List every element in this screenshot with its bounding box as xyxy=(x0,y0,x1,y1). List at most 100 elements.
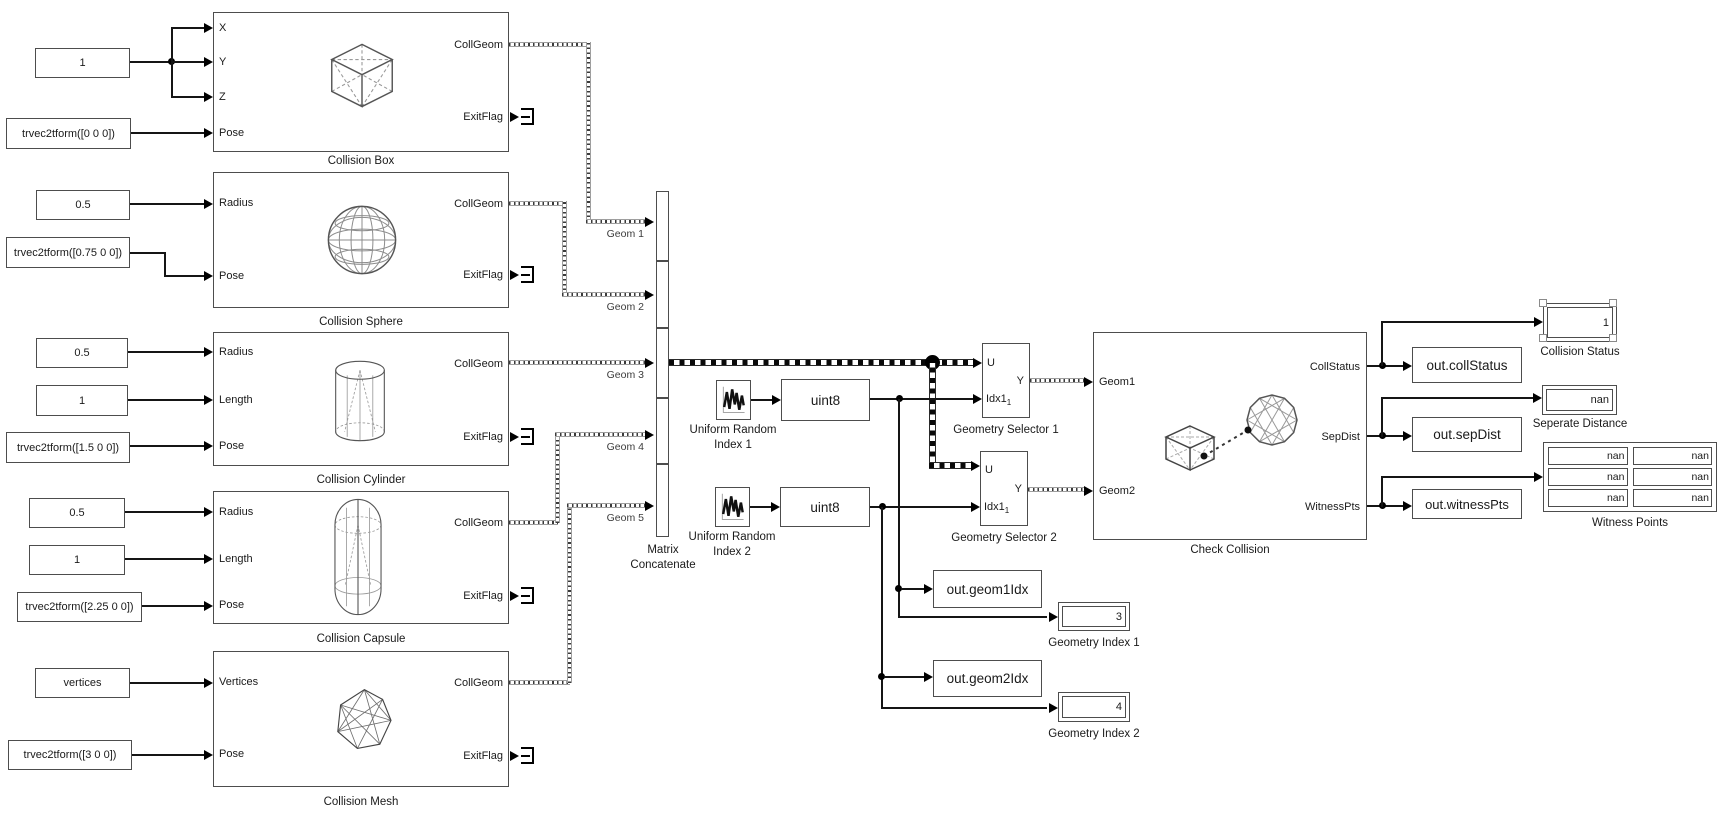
geom-signal-wire[interactable] xyxy=(586,42,591,222)
signal-wire[interactable] xyxy=(881,507,883,708)
to-workspace-collstatus-block[interactable]: out.collStatus xyxy=(1412,347,1522,383)
check-collision-block[interactable] xyxy=(1093,332,1367,540)
collision-status-display[interactable]: 1 xyxy=(1543,303,1617,342)
collision-cylinder-block[interactable] xyxy=(213,332,509,466)
port-label-pose: Pose xyxy=(219,270,245,282)
signal-wire[interactable] xyxy=(131,132,204,134)
random-signal-icon xyxy=(721,493,744,520)
to-workspace-geom2idx-block[interactable]: out.geom2Idx xyxy=(933,660,1042,697)
signal-wire[interactable] xyxy=(1381,476,1534,478)
uint8-conversion2-block[interactable]: uint8 xyxy=(780,487,870,527)
signal-wire[interactable] xyxy=(130,682,204,684)
geom-signal-wire[interactable] xyxy=(509,42,589,47)
separate-distance-display[interactable]: nan xyxy=(1542,385,1617,415)
geom-signal-wire[interactable] xyxy=(1028,487,1084,492)
signal-wire[interactable] xyxy=(1381,398,1383,437)
geometry-index2-display[interactable]: 4 xyxy=(1058,692,1130,722)
constant-capsule-radius-value: 0.5 xyxy=(69,507,85,519)
port-label-collstatus: CollStatus xyxy=(1309,361,1360,373)
signal-label-geom1: Geom 1 xyxy=(606,228,644,240)
constant-cylinder-pose[interactable]: trvec2tform([1.5 0 0]) xyxy=(6,432,130,463)
terminator-icon[interactable] xyxy=(521,747,534,764)
signal-wire[interactable] xyxy=(171,27,173,98)
geom-signal-wire[interactable] xyxy=(562,201,567,295)
collision-box-block[interactable] xyxy=(213,12,509,152)
signal-wire[interactable] xyxy=(1381,322,1383,366)
constant-box-pose[interactable]: trvec2tform([0 0 0]) xyxy=(6,118,131,149)
terminator-icon[interactable] xyxy=(521,428,534,445)
uniform-random-index1-block[interactable] xyxy=(716,380,751,420)
signal-wire[interactable] xyxy=(898,399,900,617)
geom-signal-wire[interactable] xyxy=(509,360,645,365)
signal-wire[interactable] xyxy=(128,399,204,401)
constant-sphere-radius[interactable]: 0.5 xyxy=(36,190,130,220)
collision-capsule-block[interactable] xyxy=(213,491,509,624)
signal-wire[interactable] xyxy=(130,203,204,205)
constant-box-size[interactable]: 1 xyxy=(35,48,130,78)
matrix-concatenate-block[interactable] xyxy=(656,191,669,537)
to-workspace-label: out.geom1Idx xyxy=(946,581,1029,597)
geom-signal-wire[interactable] xyxy=(1030,378,1084,383)
arrowhead xyxy=(1049,703,1058,713)
constant-sphere-pose[interactable]: trvec2tform([0.75 0 0]) xyxy=(6,237,130,268)
signal-wire[interactable] xyxy=(750,506,772,508)
geom-signal-wire[interactable] xyxy=(509,680,570,685)
signal-wire[interactable] xyxy=(172,61,204,63)
geom-signal-wire[interactable] xyxy=(509,520,558,525)
signal-wire[interactable] xyxy=(132,754,204,756)
constant-mesh-pose[interactable]: trvec2tform([3 0 0]) xyxy=(8,740,132,770)
terminator-icon[interactable] xyxy=(521,587,534,604)
signal-wire[interactable] xyxy=(898,616,1047,618)
geom-array-bus-wire[interactable] xyxy=(929,363,936,467)
signal-wire[interactable] xyxy=(164,275,204,277)
terminator-icon[interactable] xyxy=(521,266,534,283)
geom-signal-wire[interactable] xyxy=(586,219,645,224)
signal-wire[interactable] xyxy=(164,252,166,276)
witness-points-display[interactable]: nan nan nan nan nan nan xyxy=(1543,442,1717,512)
geom-array-bus-wire[interactable] xyxy=(669,359,975,366)
to-workspace-sepdist-block[interactable]: out.sepDist xyxy=(1412,417,1522,452)
sphere-wireframe-icon xyxy=(327,205,397,275)
geom-signal-wire[interactable] xyxy=(555,432,560,523)
signal-wire[interactable] xyxy=(171,96,204,98)
geometry-selector1-block[interactable] xyxy=(982,343,1030,418)
constant-capsule-length[interactable]: 1 xyxy=(29,545,125,575)
geometry-index1-display[interactable]: 3 xyxy=(1058,602,1130,631)
geometry-selector2-block[interactable] xyxy=(980,451,1028,526)
geom-signal-wire[interactable] xyxy=(567,503,645,508)
signal-wire[interactable] xyxy=(870,506,972,508)
port-label-collgeom: CollGeom xyxy=(454,358,503,370)
constant-mesh-vertices[interactable]: vertices xyxy=(35,668,130,698)
geom-signal-wire[interactable] xyxy=(562,292,645,297)
signal-wire[interactable] xyxy=(901,588,924,590)
constant-cylinder-length[interactable]: 1 xyxy=(36,385,128,416)
constant-capsule-pose[interactable]: trvec2tform([2.25 0 0]) xyxy=(17,592,142,622)
signal-wire[interactable] xyxy=(130,61,172,63)
signal-wire[interactable] xyxy=(1381,397,1534,399)
geom-array-bus-wire[interactable] xyxy=(929,462,971,469)
uint8-conversion1-block[interactable]: uint8 xyxy=(781,379,870,421)
signal-wire[interactable] xyxy=(130,252,166,254)
signal-wire[interactable] xyxy=(125,511,204,513)
signal-wire[interactable] xyxy=(884,676,924,678)
arrowhead xyxy=(204,347,213,357)
collision-mesh-block[interactable] xyxy=(213,651,509,787)
signal-wire[interactable] xyxy=(870,398,974,400)
to-workspace-geom1idx-block[interactable]: out.geom1Idx xyxy=(933,570,1042,608)
signal-wire[interactable] xyxy=(1381,321,1535,323)
signal-wire[interactable] xyxy=(142,605,204,607)
constant-cylinder-radius[interactable]: 0.5 xyxy=(36,338,128,368)
geom-signal-wire[interactable] xyxy=(555,432,645,437)
terminator-icon[interactable] xyxy=(521,108,534,125)
signal-wire[interactable] xyxy=(130,445,204,447)
signal-wire[interactable] xyxy=(125,558,204,560)
constant-capsule-radius[interactable]: 0.5 xyxy=(29,498,125,528)
geom-signal-wire[interactable] xyxy=(509,201,565,206)
signal-wire[interactable] xyxy=(171,27,204,29)
to-workspace-witnesspts-block[interactable]: out.witnessPts xyxy=(1412,489,1522,519)
signal-wire[interactable] xyxy=(128,351,204,353)
signal-wire[interactable] xyxy=(1381,477,1383,507)
geom-signal-wire[interactable] xyxy=(567,503,572,683)
signal-wire[interactable] xyxy=(881,707,1047,709)
signal-wire[interactable] xyxy=(751,399,773,401)
